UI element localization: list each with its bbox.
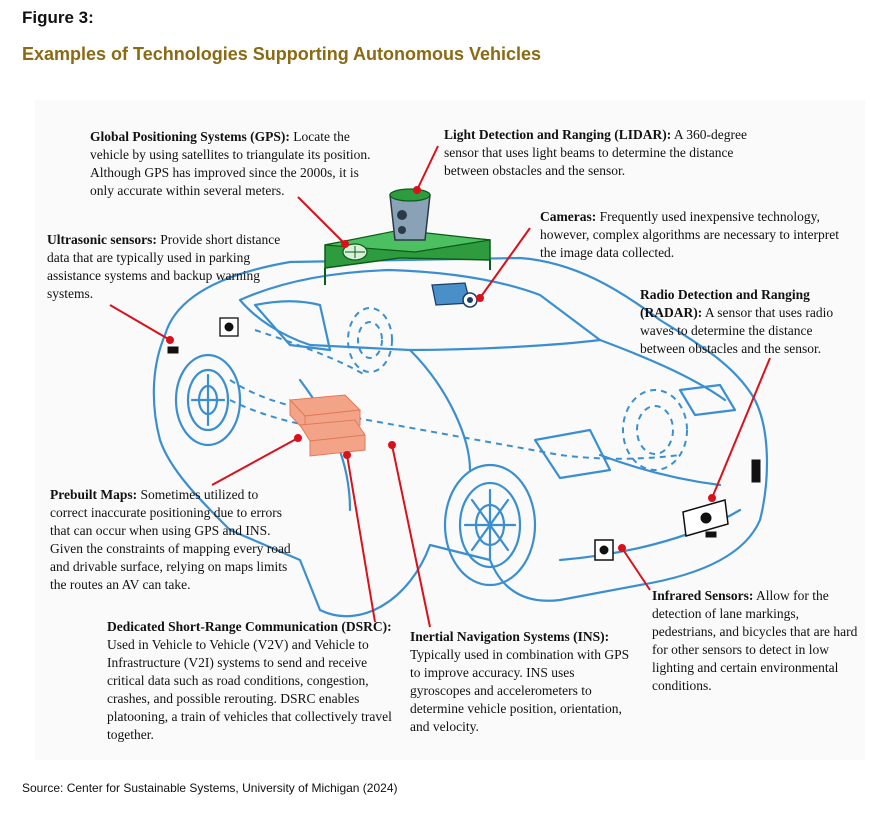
callout-ins-body: Typically used in combination with GPS t… [410,647,630,734]
callout-lidar-body: A 360-degree sensor that uses light beam… [444,127,748,178]
callout-ultrasonic-title: Ultrasonic sensors: [47,232,157,247]
lidar-unit [389,188,431,241]
callout-dsrc-title: Dedicated Short-Range Communication (DSR… [107,619,392,634]
figure-label: Figure 3: [22,8,94,27]
callout-ins-title: Inertial Navigation Systems (INS): [410,629,610,644]
diagram-background [35,100,865,760]
callout-ins: Inertial Navigation Systems (INS): Typic… [410,628,630,736]
callout-maps: Prebuilt Maps: Sometimes utilized to cor… [50,486,295,594]
callout-maps-title: Prebuilt Maps: [50,487,138,502]
callout-lidar: Light Detection and Ranging (LIDAR): A 3… [444,126,774,180]
callout-infrared-body: Allow for the detection of lane markings… [652,588,858,693]
callout-infrared-title: Infrared Sensors: [652,588,754,603]
callout-radar-title: Radio Detection and Ranging (RADAR): [640,287,810,320]
callout-cameras-body: Frequently used inexpensive technology, … [540,209,839,260]
callout-ultrasonic-body: Provide short distance data that are typ… [47,232,281,301]
callout-radar-body: A sensor that uses radio waves to determ… [640,305,834,356]
callout-cameras: Cameras: Frequently used inexpensive tec… [540,208,845,262]
callout-infrared: Infrared Sensors: Allow for the detectio… [652,587,862,695]
callout-ultrasonic: Ultrasonic sensors: Provide short distan… [47,231,292,303]
leader-lines [109,145,771,628]
callout-maps-body: Sometimes utilized to correct inaccurate… [50,487,291,592]
source-note: Source: Center for Sustainable Systems, … [22,781,398,795]
figure-title: Examples of Technologies Supporting Auto… [22,44,542,64]
callout-dsrc: Dedicated Short-Range Communication (DSR… [107,618,392,744]
camera-unit [431,282,478,308]
callout-gps: Global Positioning Systems (GPS): Locate… [90,128,375,200]
callout-dsrc-body: Used in Vehicle to Vehicle (V2V) and Veh… [107,637,392,742]
drivetrain-dashed [229,307,688,471]
callout-cameras-title: Cameras: [540,209,597,224]
car-outline [152,256,769,618]
prebuilt-maps-block [288,394,366,457]
callout-gps-title: Global Positioning Systems (GPS): [90,129,290,144]
roof-sensor-rack [324,229,491,285]
callout-lidar-title: Light Detection and Ranging (LIDAR): [444,127,672,142]
radar-sensor [682,459,761,538]
callout-gps-body: Locate the vehicle by using satellites t… [90,129,371,198]
callout-radar: Radio Detection and Ranging (RADAR): A s… [640,286,855,358]
infrared-sensor [594,539,614,561]
ultrasonic-sensor [167,317,239,354]
